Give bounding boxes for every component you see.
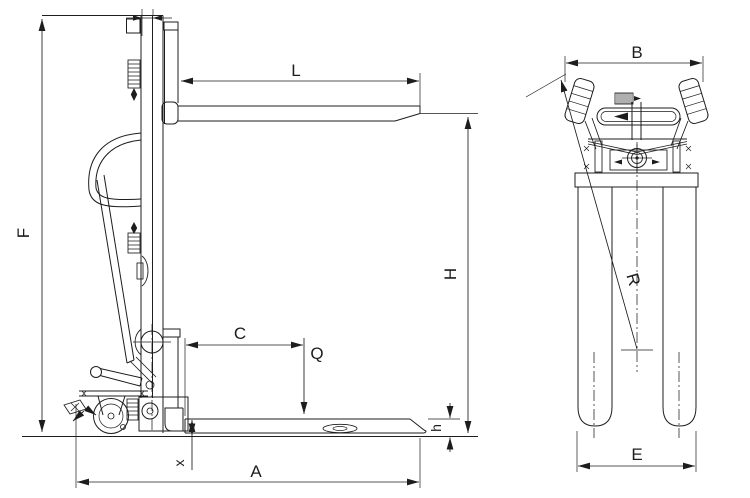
fork-right bbox=[662, 187, 697, 427]
raised-fork bbox=[161, 21, 421, 125]
release-lever bbox=[90, 366, 143, 387]
centerlines bbox=[593, 142, 680, 438]
lift-chain-lower bbox=[127, 232, 141, 254]
release-latch bbox=[136, 255, 149, 287]
dim-R-turning-radius: R bbox=[525, 73, 644, 350]
label-A: A bbox=[250, 462, 262, 481]
label-h: h bbox=[428, 424, 444, 432]
label-R: R bbox=[622, 271, 644, 288]
mast bbox=[42, 15, 164, 433]
tiller-handle bbox=[88, 132, 142, 364]
label-B: B bbox=[631, 43, 642, 62]
label-H: H bbox=[441, 268, 460, 280]
dim-F-overall-height: F bbox=[14, 19, 46, 432]
dim-Q-capacity-arrow: Q bbox=[300, 338, 324, 414]
chain-anchor-arrow-lower bbox=[130, 222, 138, 234]
dim-x-fork-clearance: x bbox=[171, 420, 196, 470]
dim-L-fork-length: L bbox=[181, 61, 421, 112]
label-L: L bbox=[291, 61, 300, 80]
dim-mast-width bbox=[126, 9, 172, 36]
dim-A-overall-length: A bbox=[75, 404, 421, 488]
handle-grip-right bbox=[678, 78, 709, 124]
tiller-crossbar bbox=[596, 92, 681, 140]
dim-h-lowered-height: h bbox=[428, 403, 460, 452]
lift-chain-upper bbox=[127, 59, 141, 89]
fork-left bbox=[577, 187, 613, 427]
top-view: B bbox=[525, 43, 709, 472]
pump-unit bbox=[90, 324, 171, 430]
label-C: C bbox=[234, 324, 246, 343]
label-Q: Q bbox=[310, 344, 323, 363]
base-plate bbox=[574, 172, 699, 188]
side-view: F L H h C Q bbox=[14, 9, 478, 488]
handle-grip-left bbox=[564, 78, 595, 124]
dim-H-lift-height: H bbox=[420, 113, 478, 433]
load-roller bbox=[322, 423, 358, 434]
steer-wheel bbox=[79, 390, 148, 434]
dim-E-fork-span: E bbox=[576, 431, 697, 472]
steering-mechanism bbox=[583, 138, 692, 173]
ratchet-knob bbox=[614, 92, 641, 105]
label-F: F bbox=[14, 228, 33, 238]
lowered-fork bbox=[162, 328, 427, 434]
dim-B-overall-width: B bbox=[564, 43, 704, 82]
chain-anchor-arrow-upper bbox=[130, 88, 138, 101]
dim-C-load-center: C bbox=[184, 324, 303, 416]
label-x: x bbox=[171, 460, 187, 467]
pedal bbox=[63, 399, 97, 422]
chassis-frame bbox=[126, 396, 189, 432]
label-E: E bbox=[631, 445, 642, 464]
